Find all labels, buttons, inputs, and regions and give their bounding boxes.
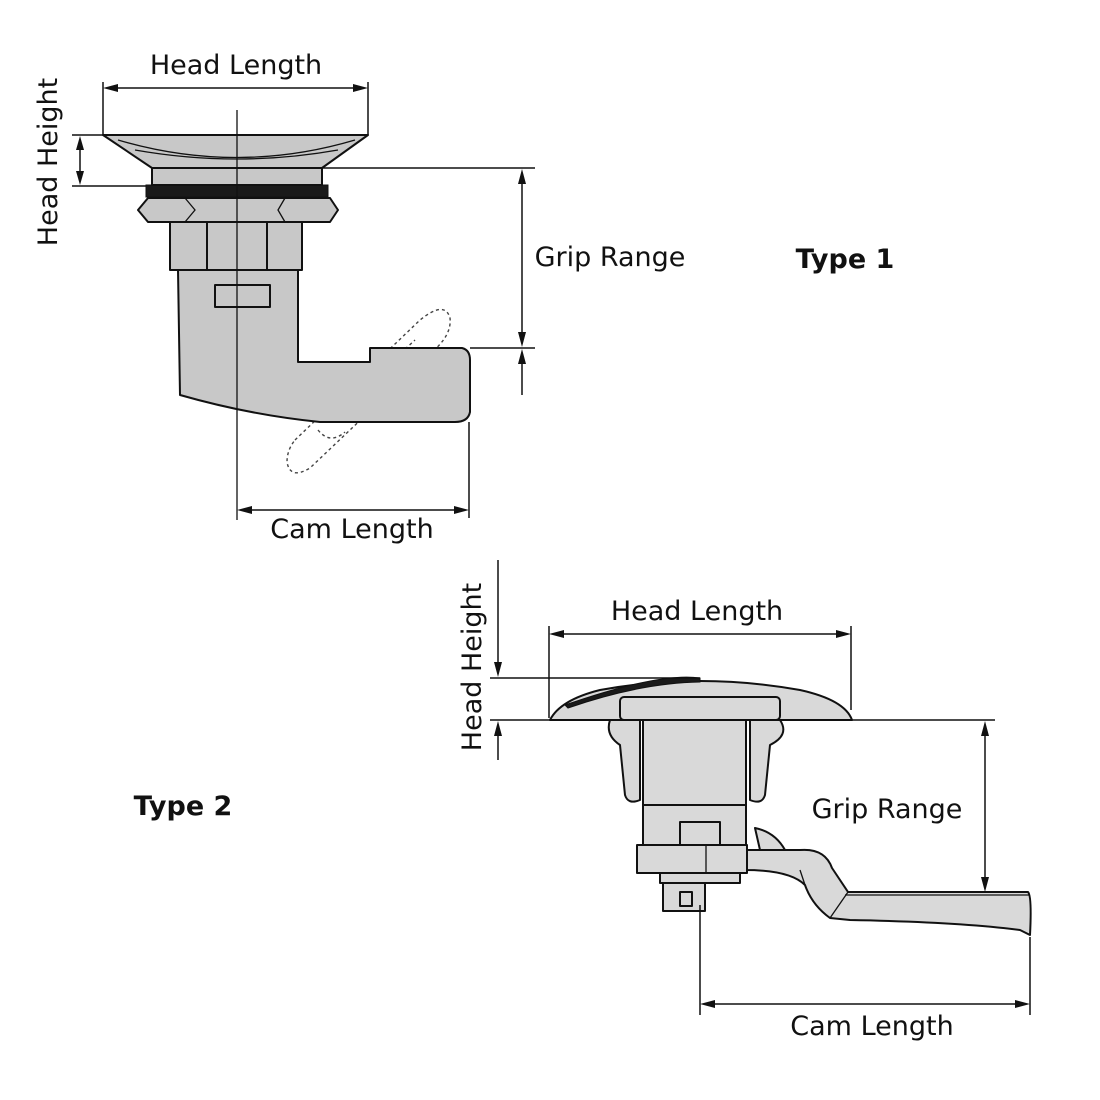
type2-housing-key [679,821,721,846]
type2-head-height-label: Head Height [457,583,488,751]
type1-grip-range-label: Grip Range [535,242,686,273]
type2-grip-range-dimension [981,721,989,892]
type1-cam-key [214,284,271,308]
type2-thread [659,872,741,884]
type2-right-clip [749,719,785,803]
type1-head-height-label: Head Height [33,78,64,246]
type2-housing [642,719,747,806]
type2-head-highlight [564,676,701,709]
type1-drawing: Head Length Head Height Grip Range [33,50,894,545]
type2-grip-range-label: Grip Range [812,794,963,825]
type2-nut [636,844,748,874]
type2-shaft-slot [679,891,693,907]
type2-head-length-dimension [548,626,852,718]
type1-head-length-label: Head Length [150,50,322,81]
type2-cam-length-dimension [699,905,1031,1015]
type1-grip-range-dimension [322,167,535,395]
type2-drawing: Head Length Head Height Grip Range Cam L… [134,560,1032,1042]
type2-head-cap [619,696,781,721]
type2-cam-lever [744,848,1032,936]
type1-head-height-dimension [72,134,146,187]
type1-title: Type 1 [796,244,895,275]
type2-title: Type 2 [134,791,233,822]
type2-head-height-dimension [490,560,995,760]
type1-head-length-dimension [102,82,369,135]
type1-cam-length-dimension [237,422,470,518]
type2-left-clip [607,719,641,803]
type1-cam-length-label: Cam Length [270,514,433,545]
type1-hex-nut [137,197,339,223]
type2-cam-length-label: Cam Length [790,1011,953,1042]
type2-head-length-label: Head Length [611,596,783,627]
type2-cam-hub [754,827,786,851]
